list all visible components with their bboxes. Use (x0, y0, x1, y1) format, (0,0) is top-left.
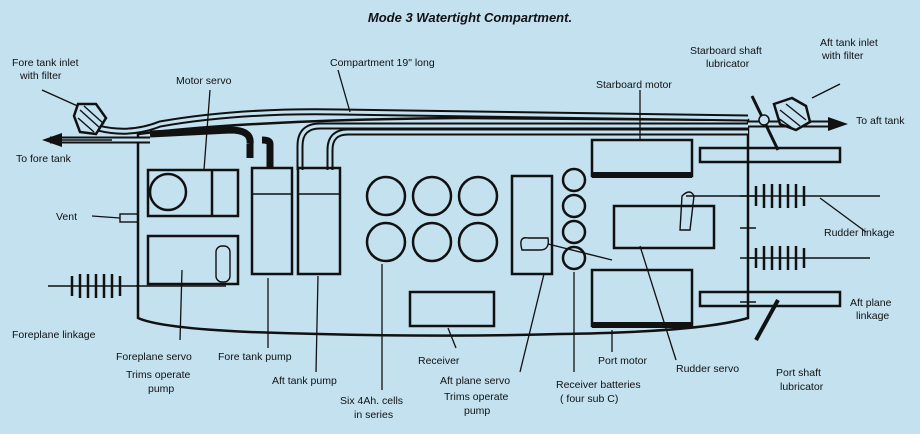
label-to-fore-tank: To fore tank (16, 153, 72, 165)
label-fore-pump: Fore tank pump (218, 351, 292, 363)
label-cells-2: in series (354, 409, 393, 421)
hull-outline (136, 116, 750, 337)
label-cells-1: Six 4Ah. cells (340, 395, 403, 407)
aft-plane-bellows (750, 246, 870, 270)
aft-inlet-filter (772, 83, 841, 132)
label-rudder-servo: Rudder servo (676, 363, 739, 375)
label-aft-inlet-2: with filter (821, 50, 864, 62)
label-aft-plane-2: linkage (856, 310, 889, 322)
label-fore-inlet-1: Fore tank inlet (12, 57, 79, 69)
label-motor-servo: Motor servo (176, 75, 232, 87)
rudder-bellows (750, 184, 880, 208)
fore-tank-pump (250, 166, 294, 276)
receiver (408, 290, 496, 328)
label-fore-inlet-2: with filter (19, 70, 62, 82)
leader-lines (179, 69, 867, 390)
label-trims-2: pump (148, 383, 174, 395)
label-port-lub-2: lubricator (780, 381, 824, 393)
battery-cells (365, 175, 499, 263)
fore-inlet-filter (41, 89, 108, 136)
label-aft-plane-1: Aft plane (850, 297, 892, 309)
label-stb-lub-2: lubricator (706, 58, 750, 70)
label-stb-motor: Starboard motor (596, 79, 672, 91)
label-trims2-1: Trims operate (444, 391, 509, 403)
label-trims-1: Trims operate (126, 369, 191, 381)
label-aft-servo: Aft plane servo (440, 375, 510, 387)
starboard-shaft-lubricator (750, 95, 780, 151)
foreplane-servo (136, 234, 240, 287)
label-port-motor: Port motor (598, 355, 648, 367)
label-foreplane-linkage: Foreplane linkage (12, 329, 96, 341)
port-motor (590, 268, 842, 328)
label-rudder-linkage: Rudder linkage (824, 227, 895, 239)
port-shaft-lubricator (754, 299, 780, 341)
aft-plane-servo (510, 174, 613, 276)
label-trims2-2: pump (464, 405, 490, 417)
label-to-aft-tank: To aft tank (856, 115, 905, 127)
label-stb-lub-1: Starboard shaft (690, 45, 762, 57)
label-aft-pump: Aft tank pump (272, 375, 337, 387)
aft-tank-pump (296, 166, 342, 276)
foreplane-bellows (48, 274, 138, 298)
vent (119, 213, 139, 223)
label-rx-batt-2: ( four sub C) (560, 393, 618, 405)
label-port-lub-1: Port shaft (776, 367, 821, 379)
label-compartment: Compartment 19" long (330, 57, 435, 69)
starboard-motor (590, 138, 842, 178)
label-receiver: Receiver (418, 355, 460, 367)
motor-servo (146, 168, 240, 218)
rudder-servo (612, 191, 748, 250)
to-aft-tank-arrow (828, 117, 848, 131)
label-aft-inlet-1: Aft tank inlet (820, 37, 878, 49)
label-rx-batt-1: Receiver batteries (556, 379, 641, 391)
fore-pump-pipe (261, 136, 274, 168)
to-fore-tank-arrow (42, 133, 112, 147)
receiver-batteries (561, 167, 587, 271)
label-vent: Vent (56, 211, 77, 223)
diagram-title: Mode 3 Watertight Compartment. (368, 10, 572, 25)
label-foreplane-servo: Foreplane servo (116, 351, 192, 363)
